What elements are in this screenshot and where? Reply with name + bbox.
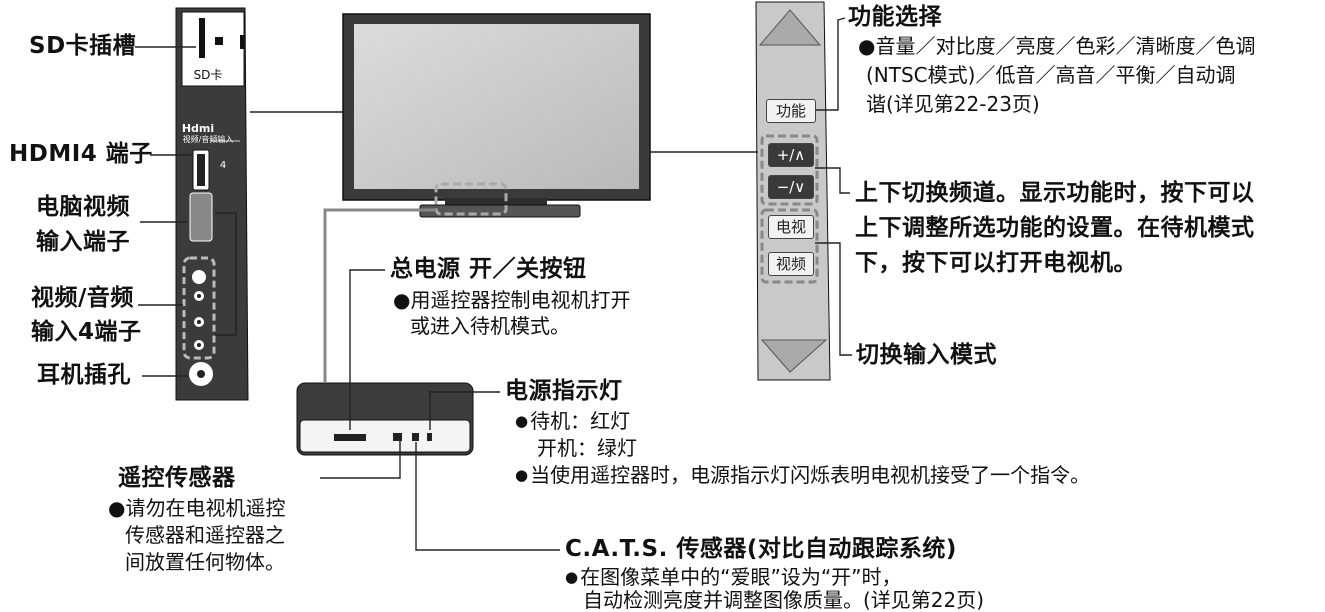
hdmi-small-label: 视频/音频输入 (182, 135, 234, 144)
leader-lines (135, 17, 852, 551)
channel-down-button[interactable]: −/∨ (768, 175, 814, 199)
cats-line-2: 自动检测亮度并调整图像质量。(详见第22页) (583, 588, 985, 612)
cats-title: C.A.T.S. 传感器(对比自动跟踪系统) (565, 536, 957, 562)
tv-button[interactable]: 电视 (768, 215, 814, 239)
pc-input-label-2: 输入端子 (36, 229, 130, 255)
power-switch-title: 总电源 开／关按钮 (390, 256, 587, 282)
remote-sensor-line-3: 间放置任何物体。 (125, 550, 285, 574)
channel-desc-line-2: 上下调整所选功能的设置。在待机模式 (855, 215, 1255, 241)
hdmi-logo: Hdmi (181, 122, 215, 135)
function-select-line-2: (NTSC模式)／低音／高音／平衡／自动调 (866, 63, 1236, 87)
remote-sensor-line-1: ●请勿在电视机遥控 (108, 496, 286, 520)
input-mode-label: 切换输入模式 (856, 342, 997, 368)
power-switch-line-2: 或进入待机模式。 (410, 314, 570, 338)
channel-desc-line-1: 上下切换频道。显示功能时，按下可以 (855, 180, 1255, 206)
sd-card-text: SD卡 (193, 68, 223, 82)
function-select-line-3: 谐(详见第22-23页) (866, 92, 1040, 116)
function-button[interactable]: 功能 (766, 99, 816, 123)
power-indicator-note: 当使用遥控器时，电源指示灯闪烁表明电视机接受了一个指令。 (515, 463, 1090, 487)
front-panel-illustration (296, 382, 474, 456)
tv-illustration (342, 13, 651, 218)
power-indicator-title: 电源指示灯 (505, 378, 623, 404)
video-button[interactable]: 视频 (768, 252, 814, 276)
function-select-line-1: ●音量／对比度／亮度／色彩／清晰度／色调 (858, 34, 1256, 58)
hdmi4-label: HDMI4 端子 (9, 141, 153, 167)
cats-line-1: 在图像菜单中的“爱眼”设为“开”时， (565, 565, 901, 589)
side-panel-illustration (175, 7, 249, 401)
hdmi-number: 4 (219, 160, 227, 171)
pc-input-label-1: 电脑视频 (36, 194, 130, 220)
power-indicator-standby: 待机：红灯 (515, 409, 630, 433)
remote-sensor-line-2: 传感器和遥控器之 (125, 523, 285, 547)
diagram-drawing (135, 1, 852, 551)
remote-sensor-title: 遥控传感器 (118, 465, 236, 491)
sd-slot-label: SD卡插槽 (29, 33, 137, 59)
function-select-title: 功能选择 (848, 4, 942, 30)
channel-desc-line-3: 下，按下可以打开电视机。 (855, 250, 1137, 276)
av-input-label-2: 输入4端子 (31, 319, 142, 345)
power-indicator-on: 开机：绿灯 (537, 436, 637, 460)
headphone-label: 耳机插孔 (37, 362, 131, 388)
av-input-label-1: 视频/音频 (31, 285, 134, 311)
power-switch-line-1: ●用遥控器控制电视机打开 (393, 288, 631, 312)
channel-up-button[interactable]: +/∧ (768, 143, 814, 167)
